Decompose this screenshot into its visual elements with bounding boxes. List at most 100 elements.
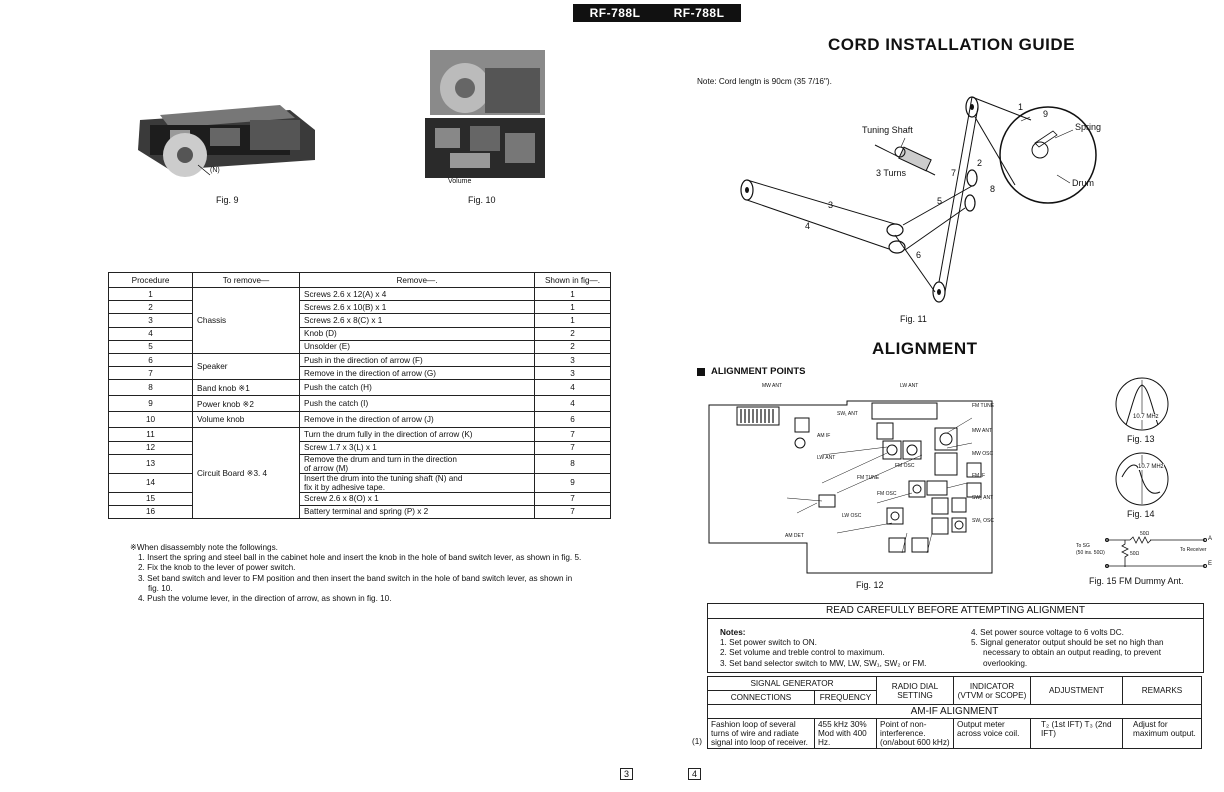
cell-fig: 2	[534, 339, 611, 354]
procedure-table: Procedure To remove— Remove—. Shown in f…	[108, 272, 611, 520]
fig12-mw-ant: MW ANT	[762, 383, 782, 389]
cell-remove: Unsolder (E)	[299, 339, 535, 354]
cell-num: 9	[108, 395, 193, 413]
cell-remove: Remove in the direction of arrow (J)	[299, 411, 535, 429]
cell-remove: Screw 1.7 x 3(L) x 1	[299, 440, 535, 455]
alignment-points-title: ALIGNMENT POINTS	[711, 366, 806, 377]
note-item: 1. Set power switch to ON.	[720, 638, 817, 648]
cell-remove-line1: Remove the drum and turn in the directio…	[304, 454, 457, 464]
fig15-a: A	[1208, 536, 1213, 542]
header-frequency: FREQUENCY	[814, 690, 877, 705]
group-power-knob: Power knob ※2	[192, 395, 300, 413]
fig15-caption: Fig. 15 FM Dummy Ant.	[1089, 576, 1184, 586]
note-item: 4. Set power source voltage to 6 volts D…	[971, 628, 1124, 637]
cell-fig: 9	[534, 472, 611, 493]
fig12-mw-ant2: MW ANT	[972, 428, 992, 434]
model-header: RF-788L RF-788L	[573, 4, 741, 22]
cell-remove: Remove the drum and turn in the directio…	[299, 453, 535, 474]
label-n2: 2	[977, 158, 983, 168]
cell-fig: 8	[534, 453, 611, 474]
note-item: necessary to obtain an output reading, t…	[983, 648, 1161, 658]
fig13-caption: Fig. 13	[1127, 434, 1155, 444]
notes-label: Notes:	[720, 628, 746, 637]
cell-fig: 3	[534, 366, 611, 381]
cell-num: 4	[108, 326, 193, 341]
note-item: 2. Fix the knob to the lever of power sw…	[138, 563, 296, 573]
fig15-to-sg2: (50 ins. 50Ω)	[1076, 550, 1105, 556]
fig14-caption: Fig. 14	[1127, 509, 1155, 519]
notes-right-col: 4. Set power source voltage to 6 volts D…	[971, 628, 1164, 669]
drum-circle	[999, 106, 1097, 204]
fig15-to-receiver: To Receiver	[1180, 547, 1207, 553]
fig9-label-n: (N)	[210, 167, 220, 174]
disassembly-notes: ※When disassembly note the followings. 1…	[130, 543, 620, 604]
group-circuit-board: Circuit Board ※3. 4	[192, 427, 300, 520]
pulley-right-1	[966, 169, 978, 187]
pulley-center-1	[886, 223, 904, 237]
note-item: 3. Set band selector switch to MW, LW, S…	[720, 658, 927, 668]
cell-num: 16	[108, 504, 193, 520]
fig15-r2: 50Ω	[1130, 551, 1140, 557]
notes-left-col: Notes: 1. Set power switch to ON. 2. Set…	[720, 628, 926, 669]
fig12-mw-osc: MW OSC	[972, 451, 994, 457]
label-spring: Spring	[1075, 122, 1102, 132]
cell-remove-line2: fix it by adhesive tape.	[304, 482, 386, 492]
cell-fig: 7	[534, 440, 611, 455]
header-procedure: Procedure	[108, 272, 193, 288]
cell-adjustment: T₂ (1st IFT) T₃ (2nd IFT)	[1030, 718, 1123, 749]
label-n1: 1	[1018, 102, 1024, 112]
cell-fig: 7	[534, 427, 611, 442]
fig12-am-if: AM IF	[817, 433, 831, 439]
fig11-caption: Fig. 11	[900, 314, 927, 324]
note-item: 4. Push the volume lever, in the directi…	[138, 594, 392, 604]
label-n7: 7	[951, 168, 957, 178]
header-remarks: REMARKS	[1122, 676, 1202, 705]
cell-remove: Knob (D)	[299, 326, 535, 341]
cell-num: 2	[108, 300, 193, 315]
cell-fig: 4	[534, 379, 611, 397]
label-n9: 9	[1043, 109, 1049, 119]
fig10-label-volume: Volume	[448, 178, 472, 185]
fig9-caption: Fig. 9	[216, 195, 239, 205]
label-n3: 3	[828, 200, 834, 210]
header-to-remove: To remove—	[192, 272, 300, 288]
cell-num: 15	[108, 491, 193, 506]
header-indicator: INDICATOR (VTVM or SCOPE)	[953, 676, 1031, 705]
fig10-caption: Fig. 10	[468, 195, 496, 205]
cell-remove: Screw 2.6 x 8(O) x 1	[299, 491, 535, 506]
cell-num: 3	[108, 313, 193, 328]
label-3-turns: 3 Turns	[876, 168, 907, 178]
note-item: 2. Set volume and treble control to maxi…	[720, 648, 885, 658]
cell-remove: Screws 2.6 x 12(A) x 4	[299, 286, 535, 302]
note-item: 3. Set band switch and lever to FM posit…	[138, 573, 573, 583]
notes-intro: ※When disassembly note the followings.	[130, 543, 278, 552]
label-n4: 4	[805, 221, 811, 231]
fig12-fm-osc: FM OSC	[895, 463, 915, 469]
fig12-fm-tune: FM TUNE	[972, 403, 995, 409]
header-remove: Remove—.	[299, 272, 535, 288]
cell-num: 1	[108, 286, 193, 302]
model-label-right: RF-788L	[673, 6, 725, 20]
note-item: fig. 10.	[148, 583, 173, 593]
fig15-circuit	[1105, 536, 1207, 568]
fig15-e: E	[1208, 561, 1213, 567]
header-signal-generator: SIGNAL GENERATOR	[707, 676, 877, 691]
fig14-label: 10.7 MHz	[1138, 464, 1164, 470]
fig14-waveform	[1115, 452, 1169, 506]
section-am-if: AM-IF ALIGNMENT	[707, 704, 1202, 719]
fig15-to-sg: To SG	[1076, 543, 1090, 549]
alignment-table: SIGNAL GENERATOR RADIO DIAL SETTING INDI…	[707, 676, 1202, 749]
read-carefully-title: READ CAREFULLY BEFORE ATTEMPTING ALIGNME…	[708, 604, 1203, 619]
cell-fig: 6	[534, 411, 611, 429]
fig12-sw-osc: SW₁ OSC	[972, 518, 994, 524]
cell-remove: Battery terminal and spring (P) x 2	[299, 504, 535, 520]
cell-fig: 2	[534, 326, 611, 341]
fig12-sw-ant: SW₁ ANT	[837, 411, 858, 417]
